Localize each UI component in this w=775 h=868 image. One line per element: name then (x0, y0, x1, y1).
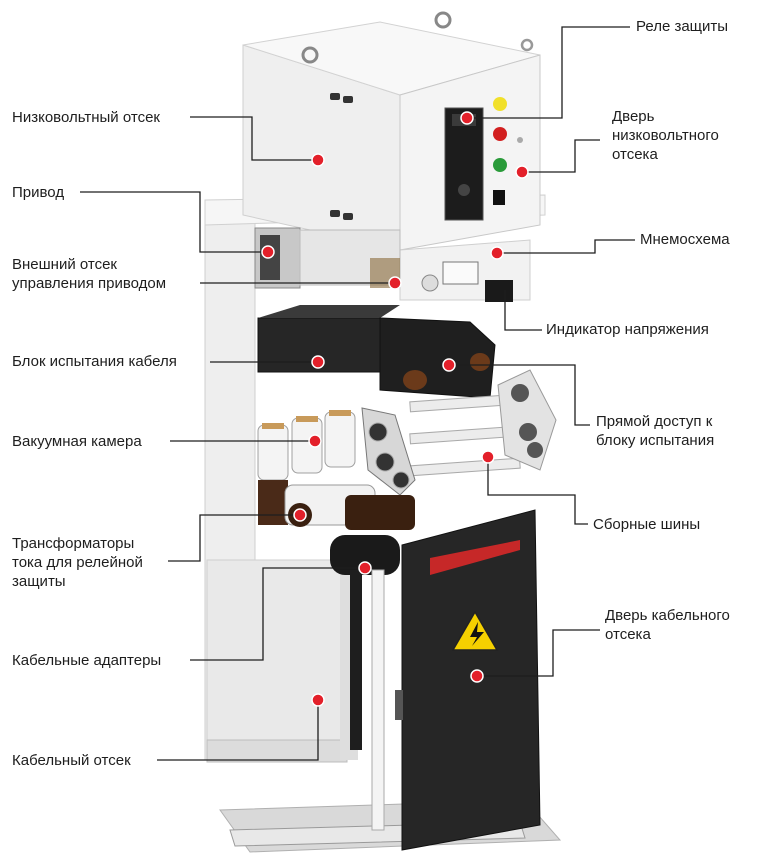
label-busbars: Сборные шины (593, 516, 701, 533)
label-mimic-diagram: Мнемосхема (640, 231, 730, 248)
label-cable-test-block: Блок испытания кабеля (12, 353, 177, 370)
label-cable-compartment: Кабельный отсек (12, 752, 131, 769)
label-drive: Привод (12, 184, 65, 201)
red-markers (261, 111, 529, 707)
leader-lines (80, 26, 635, 761)
label-protection-relay: Реле защиты (636, 18, 729, 35)
label-external-drive-control: Внешний отсек управления приводом (12, 256, 167, 292)
label-current-transformers: Трансформаторы тока для релейной защиты (12, 535, 143, 590)
voltage-indicator-device (485, 280, 513, 302)
protection-relay-device (444, 107, 484, 221)
label-voltage-indicator: Индикатор напряжения (546, 321, 709, 338)
cable-adapter-rods (330, 535, 400, 575)
label-cable-door: Дверь кабельного отсека (605, 607, 730, 643)
warning-high-voltage-icon (451, 610, 499, 651)
cable-door-panel (401, 509, 541, 851)
vacuum-chambers (257, 410, 356, 481)
label-direct-access: Прямой доступ к блоку испытания (596, 413, 715, 449)
label-low-voltage-compartment: Низковольтный отсек (12, 109, 160, 126)
lifting-eye-icon (301, 11, 534, 64)
label-vacuum-chamber: Вакуумная камера (12, 433, 142, 450)
label-low-voltage-door: Дверь низковольтного отсека (612, 108, 719, 163)
label-cable-adapters: Кабельные адаптеры (12, 652, 162, 669)
